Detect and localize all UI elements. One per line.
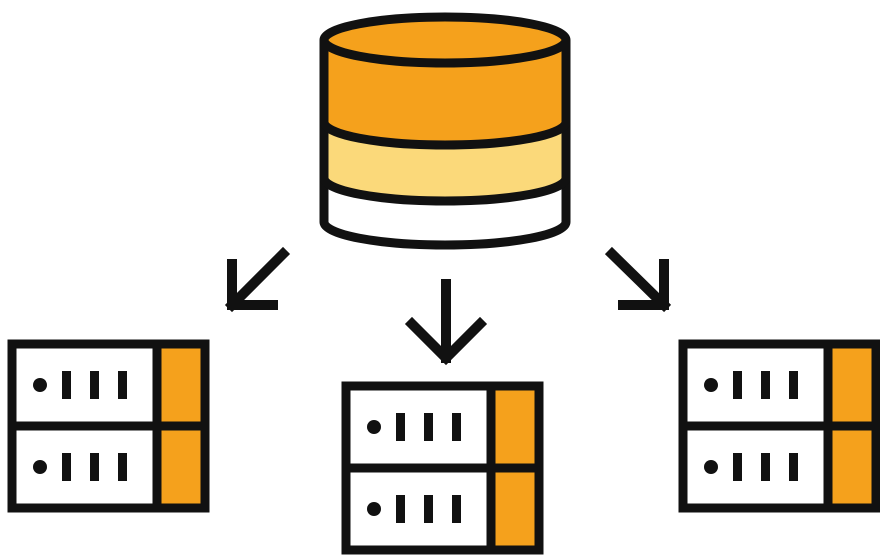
arrow-down-left: [224, 246, 291, 313]
server-drive-bay: [828, 426, 876, 508]
server-status-light: [704, 378, 718, 392]
server-unit: [678, 421, 880, 513]
server-drive-bay: [157, 426, 205, 508]
server-vent-slot: [761, 371, 770, 399]
server-unit: [7, 421, 210, 513]
server-vent-slot: [789, 371, 798, 399]
server-vent-slot: [452, 413, 461, 441]
server-vent-slot: [118, 371, 127, 399]
server-unit: [341, 463, 544, 555]
arrow-down-right: [604, 246, 672, 313]
server-unit: [341, 381, 544, 473]
server-status-light: [33, 378, 47, 392]
server-vent-slot: [396, 413, 405, 441]
database-middle-layer: [324, 122, 566, 201]
server-unit: [7, 339, 210, 431]
server-drive-bay: [157, 344, 205, 426]
server-unit-frame: [7, 421, 210, 513]
database-top-cap: [324, 17, 566, 63]
server-rack-center: [341, 381, 544, 555]
server-vent-slot: [424, 413, 433, 441]
database-top-layer: [324, 40, 566, 145]
database-outline: [319, 12, 571, 250]
database-bottom-layer: [324, 178, 566, 245]
arrow-icon: [224, 246, 672, 366]
server-unit-frame: [678, 421, 880, 513]
server-unit-frame: [341, 463, 544, 555]
server-rack-left: [7, 339, 210, 513]
server-group: [7, 339, 880, 555]
server-vent-slot: [789, 453, 798, 481]
server-status-light: [367, 502, 381, 516]
server-vent-slot: [733, 453, 742, 481]
server-status-light: [367, 420, 381, 434]
server-status-light: [704, 460, 718, 474]
server-drive-bay: [491, 468, 539, 550]
server-vent-slot: [452, 495, 461, 523]
server-drive-bay: [828, 344, 876, 426]
arrow-down: [404, 279, 488, 366]
server-vent-slot: [90, 453, 99, 481]
server-drive-bay: [491, 386, 539, 468]
server-vent-slot: [396, 495, 405, 523]
server-rack-right: [678, 339, 880, 513]
server-vent-slot: [733, 371, 742, 399]
server-status-light: [33, 460, 47, 474]
server-vent-slot: [424, 495, 433, 523]
server-vent-slot: [62, 371, 71, 399]
server-vent-slot: [118, 453, 127, 481]
database-icon: [319, 12, 571, 250]
server-vent-slot: [761, 453, 770, 481]
server-vent-slot: [90, 371, 99, 399]
server-unit: [678, 339, 880, 431]
server-vent-slot: [62, 453, 71, 481]
